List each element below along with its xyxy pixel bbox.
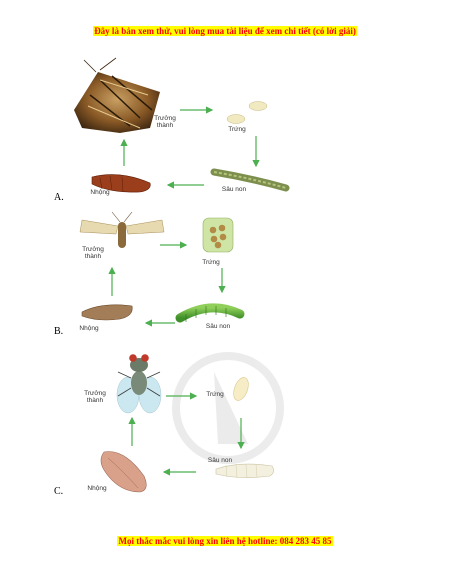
option-c-letter: C.	[54, 486, 64, 497]
fly-pupa-image	[100, 451, 147, 493]
fly-egg-image	[233, 377, 249, 401]
fly-adult-image	[116, 354, 162, 414]
label-pupa-c: Nhộng	[87, 485, 107, 492]
cycle-c	[100, 354, 274, 493]
label-pupa-a: Nhộng	[90, 189, 110, 196]
option-a-letter: A.	[54, 192, 64, 203]
label-egg-a: Trứng	[228, 126, 246, 133]
larva-b-image	[175, 303, 245, 323]
label-egg-b: Trứng	[202, 259, 220, 266]
moth-adult-image	[74, 57, 160, 133]
watermark-logo	[172, 352, 284, 464]
moth-larva-image	[210, 168, 290, 192]
label-adult-c: Trưởng thành	[84, 390, 106, 404]
label-adult-a: Trưởng thành	[154, 115, 176, 129]
label-pupa-b: Nhộng	[79, 325, 99, 332]
label-larva-c: Sâu non	[207, 457, 233, 464]
moth-pupa-image	[91, 174, 151, 193]
label-larva-a: Sâu non	[221, 186, 247, 193]
hotline-banner: Mọi thắc mắc vui lòng xin liên hệ hotlin…	[0, 536, 450, 546]
option-b-letter: B.	[54, 326, 64, 337]
pupa-b-image	[81, 304, 133, 321]
label-adult-b: Trưởng thành	[82, 246, 104, 260]
label-larva-b: Sâu non	[205, 323, 231, 330]
cycle-b	[79, 211, 245, 327]
egg-b-image	[202, 217, 234, 253]
moth-egg-image	[226, 101, 268, 124]
adult-b-image	[79, 211, 165, 248]
preview-banner-text: Đây là bản xem thử, vui lòng mua tài liệ…	[93, 26, 357, 36]
fly-larva-image	[215, 463, 274, 479]
hotline-banner-text: Mọi thắc mắc vui lòng xin liên hệ hotlin…	[117, 536, 333, 546]
label-egg-c: Trứng	[206, 391, 224, 398]
cycle-a	[74, 57, 290, 193]
preview-banner: Đây là bản xem thử, vui lòng mua tài liệ…	[0, 26, 450, 36]
